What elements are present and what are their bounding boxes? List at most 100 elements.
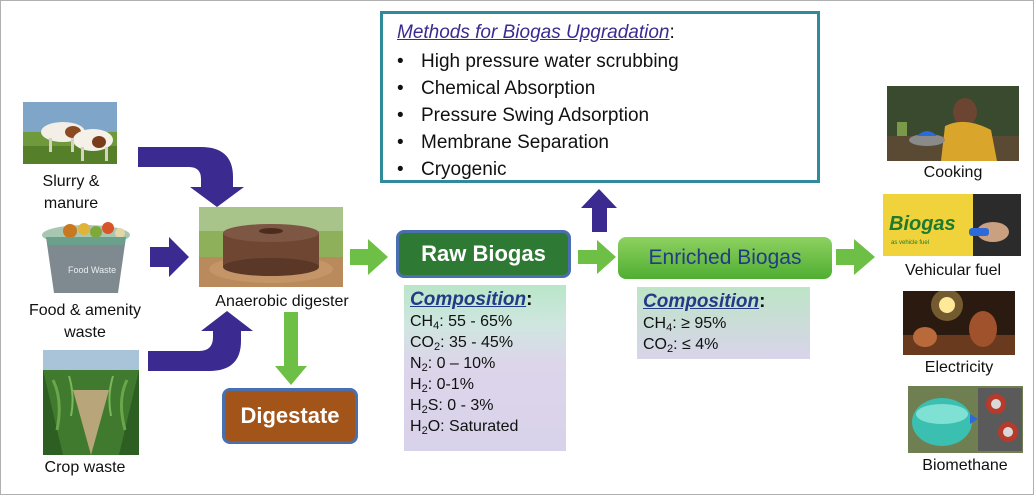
- gas-subscript: 4: [666, 322, 673, 334]
- raw-composition-rows: CH4: 55 - 65%CO2: 35 - 45%N2: 0 – 10%H2:…: [410, 311, 560, 437]
- electricity-label: Electricity: [924, 359, 994, 376]
- composition-row: CO2: 35 - 45%: [410, 332, 560, 353]
- food-label: Food & amenity waste: [11, 300, 159, 344]
- enriched-biogas-box: Enriched Biogas: [618, 237, 832, 279]
- gas-suffix: O: [427, 418, 441, 435]
- raw-biogas-box: Raw Biogas: [396, 230, 571, 278]
- gas-subscript: 2: [421, 425, 428, 437]
- enriched-composition-panel: Composition: CH4: ≥ 95%CO2: ≤ 4%: [637, 287, 810, 359]
- method-item-label: Pressure Swing Adsorption: [421, 105, 650, 126]
- slurry-label-line2: manure: [43, 195, 99, 212]
- food-label-line1: Food & amenity: [28, 302, 142, 319]
- gas-symbol: CO: [410, 334, 434, 351]
- gas-symbol: CH: [410, 313, 434, 330]
- methods-title: Methods for Biogas Upgradation: [397, 22, 670, 43]
- gas-subscript: 2: [667, 343, 674, 355]
- method-item: • Chemical Absorption: [397, 75, 803, 102]
- vehicular-fuel-photo: Biogas as vehicle fuel: [883, 194, 1021, 256]
- gas-symbol: H: [410, 418, 422, 435]
- raw-composition-title: Composition: [410, 289, 527, 310]
- gas-symbol: H: [410, 397, 422, 414]
- method-item: • Pressure Swing Adsorption: [397, 102, 803, 129]
- biomethane-photo: [908, 386, 1023, 453]
- method-item-label: Chemical Absorption: [421, 78, 596, 99]
- composition-row: N2: 0 – 10%: [410, 353, 560, 374]
- composition-row: H2S: 0 - 3%: [410, 395, 560, 416]
- food-to-digester-arrow: [150, 237, 189, 277]
- composition-row: CO2: ≤ 4%: [643, 334, 804, 355]
- bullet-icon: •: [397, 51, 404, 72]
- gas-value: : 55 - 65%: [439, 313, 513, 330]
- gas-value: : 35 - 45%: [440, 334, 514, 351]
- method-item: • Cryogenic: [397, 156, 803, 183]
- bullet-icon: •: [397, 132, 404, 153]
- raw-composition-panel: Composition: CH4: 55 - 65%CO2: 35 - 45%N…: [404, 285, 566, 451]
- gas-value: : 0 – 10%: [427, 355, 496, 372]
- gas-subscript: 2: [421, 404, 428, 416]
- upgrade-methods-arrow: [581, 189, 617, 232]
- raw-composition-colon: :: [526, 289, 533, 310]
- methods-box: Methods for Biogas Upgradation: • High pr…: [380, 11, 820, 183]
- enriched-composition-colon: :: [759, 291, 766, 312]
- crop-field-photo: [43, 350, 139, 455]
- gas-value: : ≥ 95%: [672, 315, 727, 332]
- digester-label: Anaerobic digester: [215, 293, 349, 310]
- method-item-label: Membrane Separation: [421, 132, 609, 153]
- method-item-label: High pressure water scrubbing: [421, 51, 679, 72]
- composition-row: H2: 0-1%: [410, 374, 560, 395]
- method-item-label: Cryogenic: [421, 159, 507, 180]
- gas-subscript: 4: [433, 320, 440, 332]
- vehicle-sign-text: Biogas: [889, 213, 956, 235]
- method-item: • High pressure water scrubbing: [397, 48, 803, 75]
- gas-value: : 0 - 3%: [438, 397, 494, 414]
- gas-symbol: CH: [643, 315, 667, 332]
- bullet-icon: •: [397, 78, 404, 99]
- cooking-label: Cooking: [923, 164, 983, 181]
- digester-to-raw-arrow: [350, 239, 388, 275]
- gas-suffix: S: [427, 397, 439, 414]
- vehicle-sign-subtext: as vehicle fuel: [891, 240, 929, 246]
- composition-row: H2O: Saturated: [410, 416, 560, 437]
- digester-photo: [199, 207, 343, 287]
- cooking-photo: [887, 86, 1019, 161]
- vehicular-fuel-label: Vehicular fuel: [904, 262, 1002, 279]
- bullet-icon: •: [397, 159, 404, 180]
- gas-symbol: H: [410, 376, 422, 393]
- crop-label: Crop waste: [44, 459, 126, 476]
- digestate-box: Digestate: [222, 388, 358, 444]
- composition-row: CH4: 55 - 65%: [410, 311, 560, 332]
- gas-symbol: N: [410, 355, 422, 372]
- food-label-line2: waste: [64, 324, 106, 341]
- raw-to-enriched-arrow: [578, 240, 616, 274]
- cows-photo: [23, 102, 117, 164]
- gas-symbol: CO: [643, 336, 667, 353]
- methods-list: • High pressure water scrubbing • Chemical …: [397, 48, 803, 183]
- biomethane-label: Biomethane: [922, 457, 1008, 474]
- composition-row: CH4: ≥ 95%: [643, 313, 804, 334]
- food-bin-text: Food Waste: [68, 265, 116, 275]
- enriched-composition-title: Composition: [643, 291, 760, 312]
- crop-to-digester-arrow: [148, 311, 253, 371]
- gas-subscript: 2: [421, 362, 428, 374]
- bullet-icon: •: [397, 105, 404, 126]
- gas-value: : ≤ 4%: [673, 336, 719, 353]
- enriched-composition-rows: CH4: ≥ 95%CO2: ≤ 4%: [643, 313, 804, 355]
- methods-title-colon: :: [669, 22, 675, 43]
- gas-subscript: 2: [434, 341, 441, 353]
- slurry-label-line1: Slurry &: [42, 173, 100, 190]
- enriched-biogas-label: Enriched Biogas: [648, 246, 802, 269]
- food-waste-bin-image: Food Waste: [36, 219, 136, 295]
- gas-value: : 0-1%: [427, 376, 474, 393]
- method-item: • Membrane Separation: [397, 129, 803, 156]
- electricity-photo: [903, 291, 1015, 355]
- slurry-label: Slurry & manure: [19, 171, 123, 215]
- digestate-label: Digestate: [240, 403, 340, 428]
- gas-subscript: 2: [421, 383, 428, 395]
- slurry-to-digester-arrow: [138, 147, 244, 207]
- raw-biogas-label: Raw Biogas: [421, 241, 546, 266]
- gas-value: : Saturated: [440, 418, 519, 435]
- enriched-to-uses-arrow: [836, 239, 875, 275]
- digester-to-digestate-arrow: [275, 312, 307, 385]
